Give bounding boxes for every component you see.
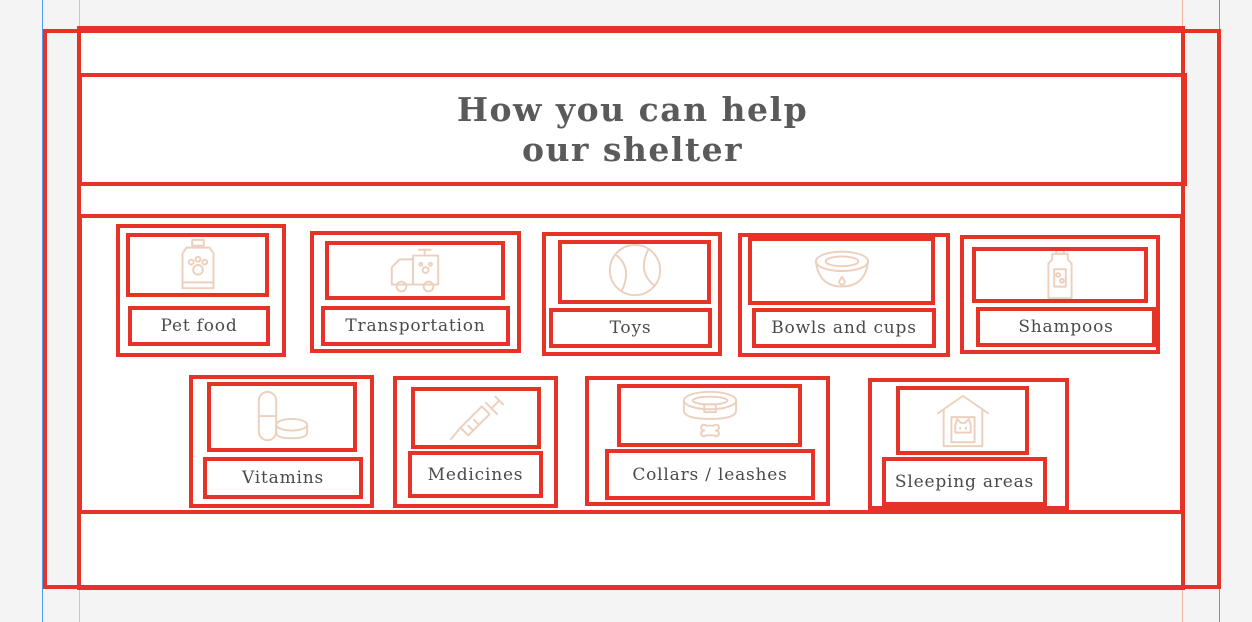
help-item-sleeping-areas[interactable] (868, 378, 1069, 510)
help-items-grid (78, 214, 1184, 514)
help-item-medicines-icon-box (411, 387, 541, 449)
help-item-transportation[interactable] (310, 231, 521, 353)
help-item-shampoos-label: Shampoos (976, 307, 1156, 347)
help-item-vitamins-label: Vitamins (203, 457, 363, 499)
pet-bowl-icon (814, 250, 869, 288)
section-title-block: How you can help our shelter (78, 73, 1187, 186)
section-title-line-1: How you can help (456, 89, 809, 129)
help-item-collars-label: Collars / leashes (605, 449, 815, 500)
help-item-pet-food[interactable] (116, 224, 286, 357)
layout-guide-left (42, 0, 43, 622)
pet-transport-van-icon (390, 248, 440, 292)
help-item-pet-food-icon-box (126, 233, 269, 297)
help-item-collars-icon-box (617, 384, 802, 447)
syringe-icon (449, 395, 505, 441)
help-section-outer-frame (43, 29, 1221, 589)
help-item-transportation-label: Transportation (321, 306, 510, 346)
help-item-shampoos[interactable] (960, 235, 1160, 354)
help-item-collars-leashes[interactable] (585, 376, 830, 506)
help-item-sleeping-label: Sleeping areas (882, 457, 1047, 506)
help-item-medicines-label: Medicines (408, 451, 543, 498)
help-item-toys-label: Toys (549, 308, 712, 348)
ball-toy-icon (608, 244, 661, 297)
section-title: How you can help our shelter (457, 90, 808, 170)
help-item-toys[interactable] (542, 232, 722, 356)
help-item-medicines[interactable] (393, 376, 558, 508)
collar-icon (682, 390, 737, 437)
section-title-line-2: our shelter (521, 129, 744, 169)
help-item-bowls-label: Bowls and cups (752, 308, 936, 348)
help-item-shampoos-icon-box (972, 247, 1148, 303)
help-item-bowls-icon-box (748, 237, 935, 305)
help-item-toys-icon-box (558, 240, 711, 304)
help-item-sleeping-icon-box (896, 386, 1029, 455)
pet-food-bag-icon (181, 238, 214, 290)
help-item-bowls-and-cups[interactable] (738, 233, 950, 357)
help-item-pet-food-label: Pet food (128, 306, 270, 346)
shampoo-bottle-icon (1047, 251, 1073, 299)
help-item-vitamins-icon-box (207, 382, 357, 452)
help-item-vitamins[interactable] (189, 375, 374, 508)
vitamin-pills-icon (257, 390, 309, 442)
help-item-transportation-icon-box (325, 241, 505, 300)
pet-house-icon (936, 394, 989, 447)
